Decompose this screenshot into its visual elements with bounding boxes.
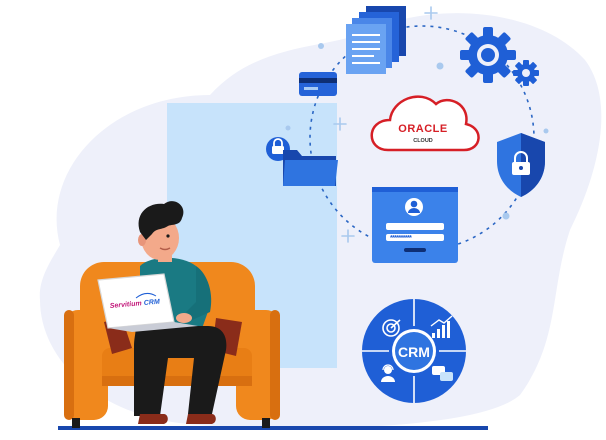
support-agent-icon [381,364,395,382]
crm-wheel: CRM [362,299,466,403]
laptop-brand-suffix: CRM [144,299,161,307]
crm-wheel-label: CRM [398,344,430,360]
folder-icon [283,150,338,186]
credit-card-icon [299,72,337,96]
target-icon [382,319,401,337]
password-mask: ********** [390,235,412,242]
password-field [386,234,444,241]
gear-icon [460,27,539,86]
oracle-cloud-badge: ORACLE CLOUD [370,95,480,152]
shield-lock-icon [497,133,545,197]
oracle-brand-text: ORACLE [398,123,447,135]
floor-line [58,426,488,430]
plus-sparkle-icon [333,6,438,243]
oracle-sub-text: CLOUD [413,138,433,144]
login-card: ********** [372,187,458,263]
username-field [386,223,444,230]
login-button [404,248,426,252]
document-stack-icon [346,6,406,74]
laptop-swoosh [135,292,157,299]
chat-bubbles-icon [432,366,453,381]
dot-sparkles [285,43,549,220]
laptop-brand-text: Servitium [110,300,142,310]
laptop: Servitium CRM [97,273,198,332]
growth-chart-icon [430,315,453,338]
user-avatar-icon [405,198,423,216]
